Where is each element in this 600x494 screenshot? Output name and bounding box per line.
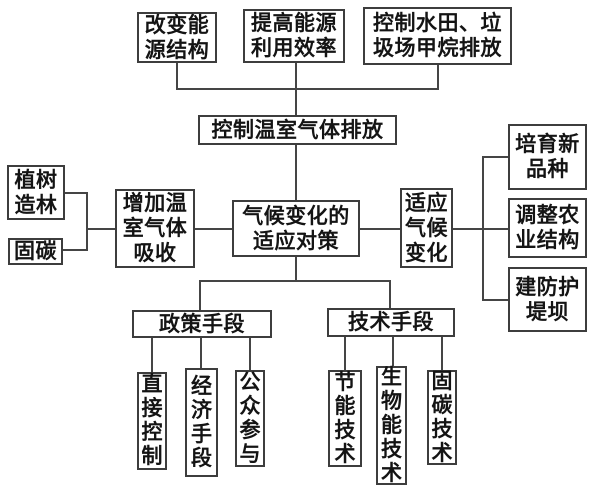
node-economic-means-label: 经济手段 <box>191 374 212 470</box>
node-public-participation-label: 公众参与 <box>239 370 261 466</box>
node-adjust-agricultural-structure: 调整农业结构 <box>508 198 587 258</box>
node-public-participation: 公众参与 <box>235 370 265 467</box>
node-afforestation-label: 植树造林 <box>14 168 58 217</box>
node-control-greenhouse-gas-emissions: 控制温室气体排放 <box>198 115 397 145</box>
node-energy-saving-technology: 节能技术 <box>328 370 362 467</box>
node-policy-means-label: 政策手段 <box>159 312 245 336</box>
right-branch-connectors <box>360 156 508 301</box>
bottom-branch-connectors <box>199 257 391 310</box>
node-improve-energy-efficiency: 提高能源利用效率 <box>243 9 345 63</box>
node-technical-means: 技术手段 <box>327 308 455 337</box>
node-carbon-sequestration-label: 固碳 <box>14 240 57 263</box>
policy-sub-connectors <box>151 338 251 372</box>
node-cultivate-new-varieties-label: 培育新品种 <box>515 133 580 181</box>
node-climate-change-adaptation-strategies-label: 气候变化的适应对策 <box>242 204 350 253</box>
node-change-energy-structure-label: 改变能源结构 <box>144 13 210 62</box>
node-adjust-agricultural-structure-label: 调整农业结构 <box>515 204 580 252</box>
node-cultivate-new-varieties: 培育新品种 <box>508 124 587 190</box>
node-change-energy-structure: 改变能源结构 <box>137 12 217 63</box>
node-carbon-sequestration-technology-label: 固碳技术 <box>431 369 453 465</box>
node-climate-change-adaptation-strategies: 气候变化的适应对策 <box>232 200 360 257</box>
node-control-greenhouse-gas-emissions-label: 控制温室气体排放 <box>211 118 384 142</box>
node-increase-greenhouse-gas-absorption-label: 增加温室气体吸收 <box>122 192 188 265</box>
node-control-methane-emissions-label: 控制水田、垃圾场甲烷排放 <box>373 12 502 60</box>
node-technical-means-label: 技术手段 <box>348 311 434 334</box>
node-economic-means: 经济手段 <box>185 368 218 477</box>
node-adapt-to-climate-change: 适应气候变化 <box>400 188 453 268</box>
node-carbon-sequestration: 固碳 <box>8 238 63 265</box>
node-policy-means: 政策手段 <box>132 310 272 338</box>
left-branch-connectors <box>63 192 232 251</box>
node-build-protective-dikes: 建防护堤坝 <box>508 267 587 332</box>
node-bioenergy-technology: 生物能技术 <box>376 366 407 485</box>
node-carbon-sequestration-technology: 固碳技术 <box>427 370 457 465</box>
node-build-protective-dikes-label: 建防护堤坝 <box>515 275 580 324</box>
node-direct-control-label: 直接控制 <box>141 373 163 468</box>
node-energy-saving-technology-label: 节能技术 <box>334 370 356 466</box>
node-bioenergy-technology-label: 生物能技术 <box>381 365 402 485</box>
node-adapt-to-climate-change-label: 适应气候变化 <box>405 191 448 265</box>
node-improve-energy-efficiency-label: 提高能源利用效率 <box>251 12 337 60</box>
node-afforestation: 植树造林 <box>7 165 65 220</box>
node-increase-greenhouse-gas-absorption: 增加温室气体吸收 <box>115 189 195 268</box>
tech-sub-connectors <box>344 337 443 370</box>
node-control-methane-emissions: 控制水田、垃圾场甲烷排放 <box>363 7 512 65</box>
node-direct-control: 直接控制 <box>137 372 167 470</box>
top-row-connectors <box>176 63 439 115</box>
